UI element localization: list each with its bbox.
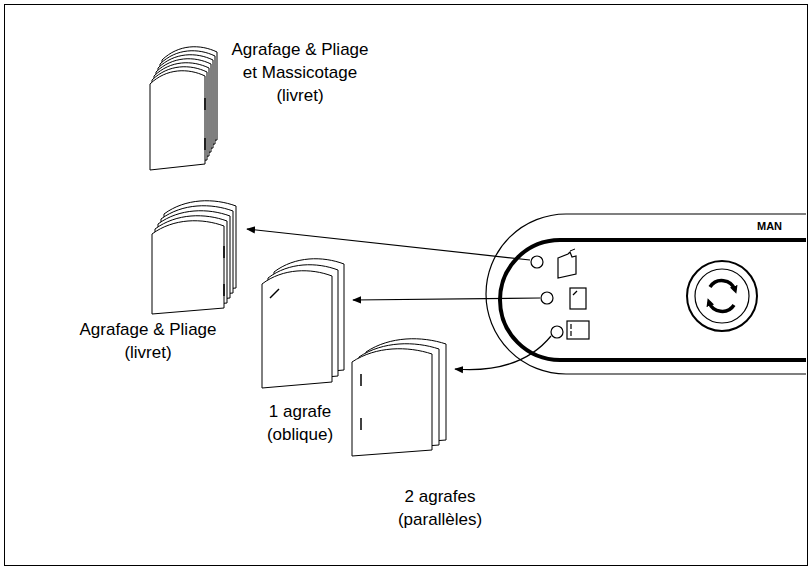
control-panel <box>486 214 806 374</box>
mode-icon <box>567 321 589 339</box>
mode-icon <box>558 252 576 278</box>
booklet-page <box>352 349 432 456</box>
staple <box>360 374 362 386</box>
cycle-icon <box>710 281 735 290</box>
staple <box>223 284 225 296</box>
button-ring <box>695 269 749 323</box>
booklets <box>150 47 446 456</box>
arrow <box>455 336 551 370</box>
led <box>531 256 543 268</box>
caption-label: Agrafage & Pliage et Massicotage (livret… <box>223 38 377 107</box>
staple-mark <box>573 291 577 295</box>
mode-icon <box>570 249 575 251</box>
staple <box>270 289 279 298</box>
booklet-page <box>152 221 224 314</box>
staple <box>360 418 362 430</box>
staple-mark <box>570 324 571 336</box>
arrow <box>247 229 530 260</box>
booklet-page <box>262 271 332 388</box>
led <box>551 326 563 338</box>
staple <box>204 138 206 150</box>
mode-icon <box>570 288 586 309</box>
staple <box>223 246 225 258</box>
led <box>541 292 553 304</box>
panel-label: MAN <box>757 220 797 233</box>
cycle-icon <box>709 302 734 311</box>
caption-label: 1 agrafe (oblique) <box>252 400 348 446</box>
arrow <box>353 298 540 300</box>
booklet-page <box>150 71 205 170</box>
staple <box>204 98 206 110</box>
caption-label: 2 agrafes (parallèles) <box>384 485 496 531</box>
button <box>687 261 757 331</box>
caption-label: Agrafage & Pliage (livret) <box>70 318 226 364</box>
